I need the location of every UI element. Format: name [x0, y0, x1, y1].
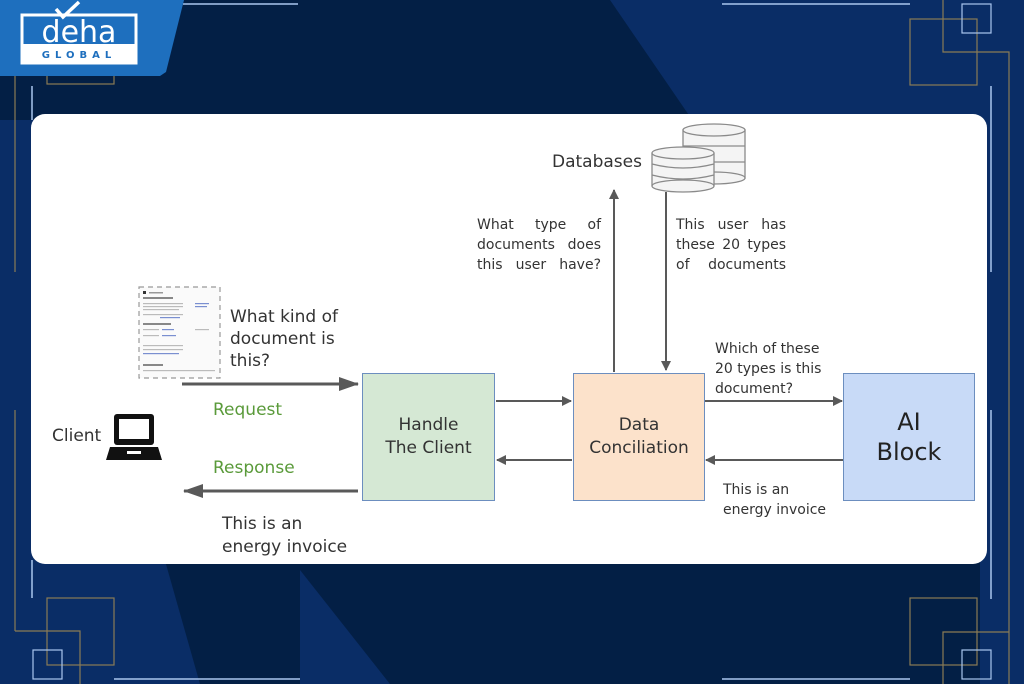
- node-data-conciliation: Data Conciliation: [573, 373, 705, 501]
- database-icon: [651, 123, 746, 193]
- bg-diagonal-bottom: [300, 570, 390, 684]
- response-label: Response: [213, 458, 295, 478]
- laptop-icon: [106, 414, 162, 460]
- deco-line: [15, 630, 81, 684]
- deco-square: [961, 3, 992, 34]
- logo-tagline: GLOBAL: [42, 50, 116, 61]
- checkmark-icon: [54, 0, 81, 20]
- logo-graphic: deha GLOBAL: [0, 0, 184, 76]
- node-handle-client: Handle The Client: [362, 373, 495, 501]
- db-answer-label: This user has these 20 types of document…: [676, 217, 786, 273]
- ai-query-label: Which of these 20 types is this document…: [715, 341, 822, 397]
- brand-logo: deha GLOBAL: [0, 0, 184, 76]
- ai-answer-label: This is an energy invoice: [723, 482, 827, 518]
- client-answer-label: This is an energy invoice: [222, 514, 348, 557]
- client-question-label: What kind of document is this?: [230, 307, 338, 371]
- document-thumbnail-icon: [138, 286, 221, 379]
- node-ai-block: AI Block: [843, 373, 975, 501]
- db-query-label: What type of documents does this user ha…: [477, 217, 601, 273]
- deco-square: [961, 649, 992, 680]
- request-label: Request: [213, 400, 283, 420]
- deco-line: [942, 631, 1009, 684]
- databases-label: Databases: [552, 152, 642, 172]
- deco-square: [32, 649, 63, 680]
- client-label: Client: [52, 426, 102, 446]
- deco-line: [942, 0, 1010, 684]
- logo-wordmark: deha: [42, 15, 117, 50]
- logo-band: [22, 44, 136, 63]
